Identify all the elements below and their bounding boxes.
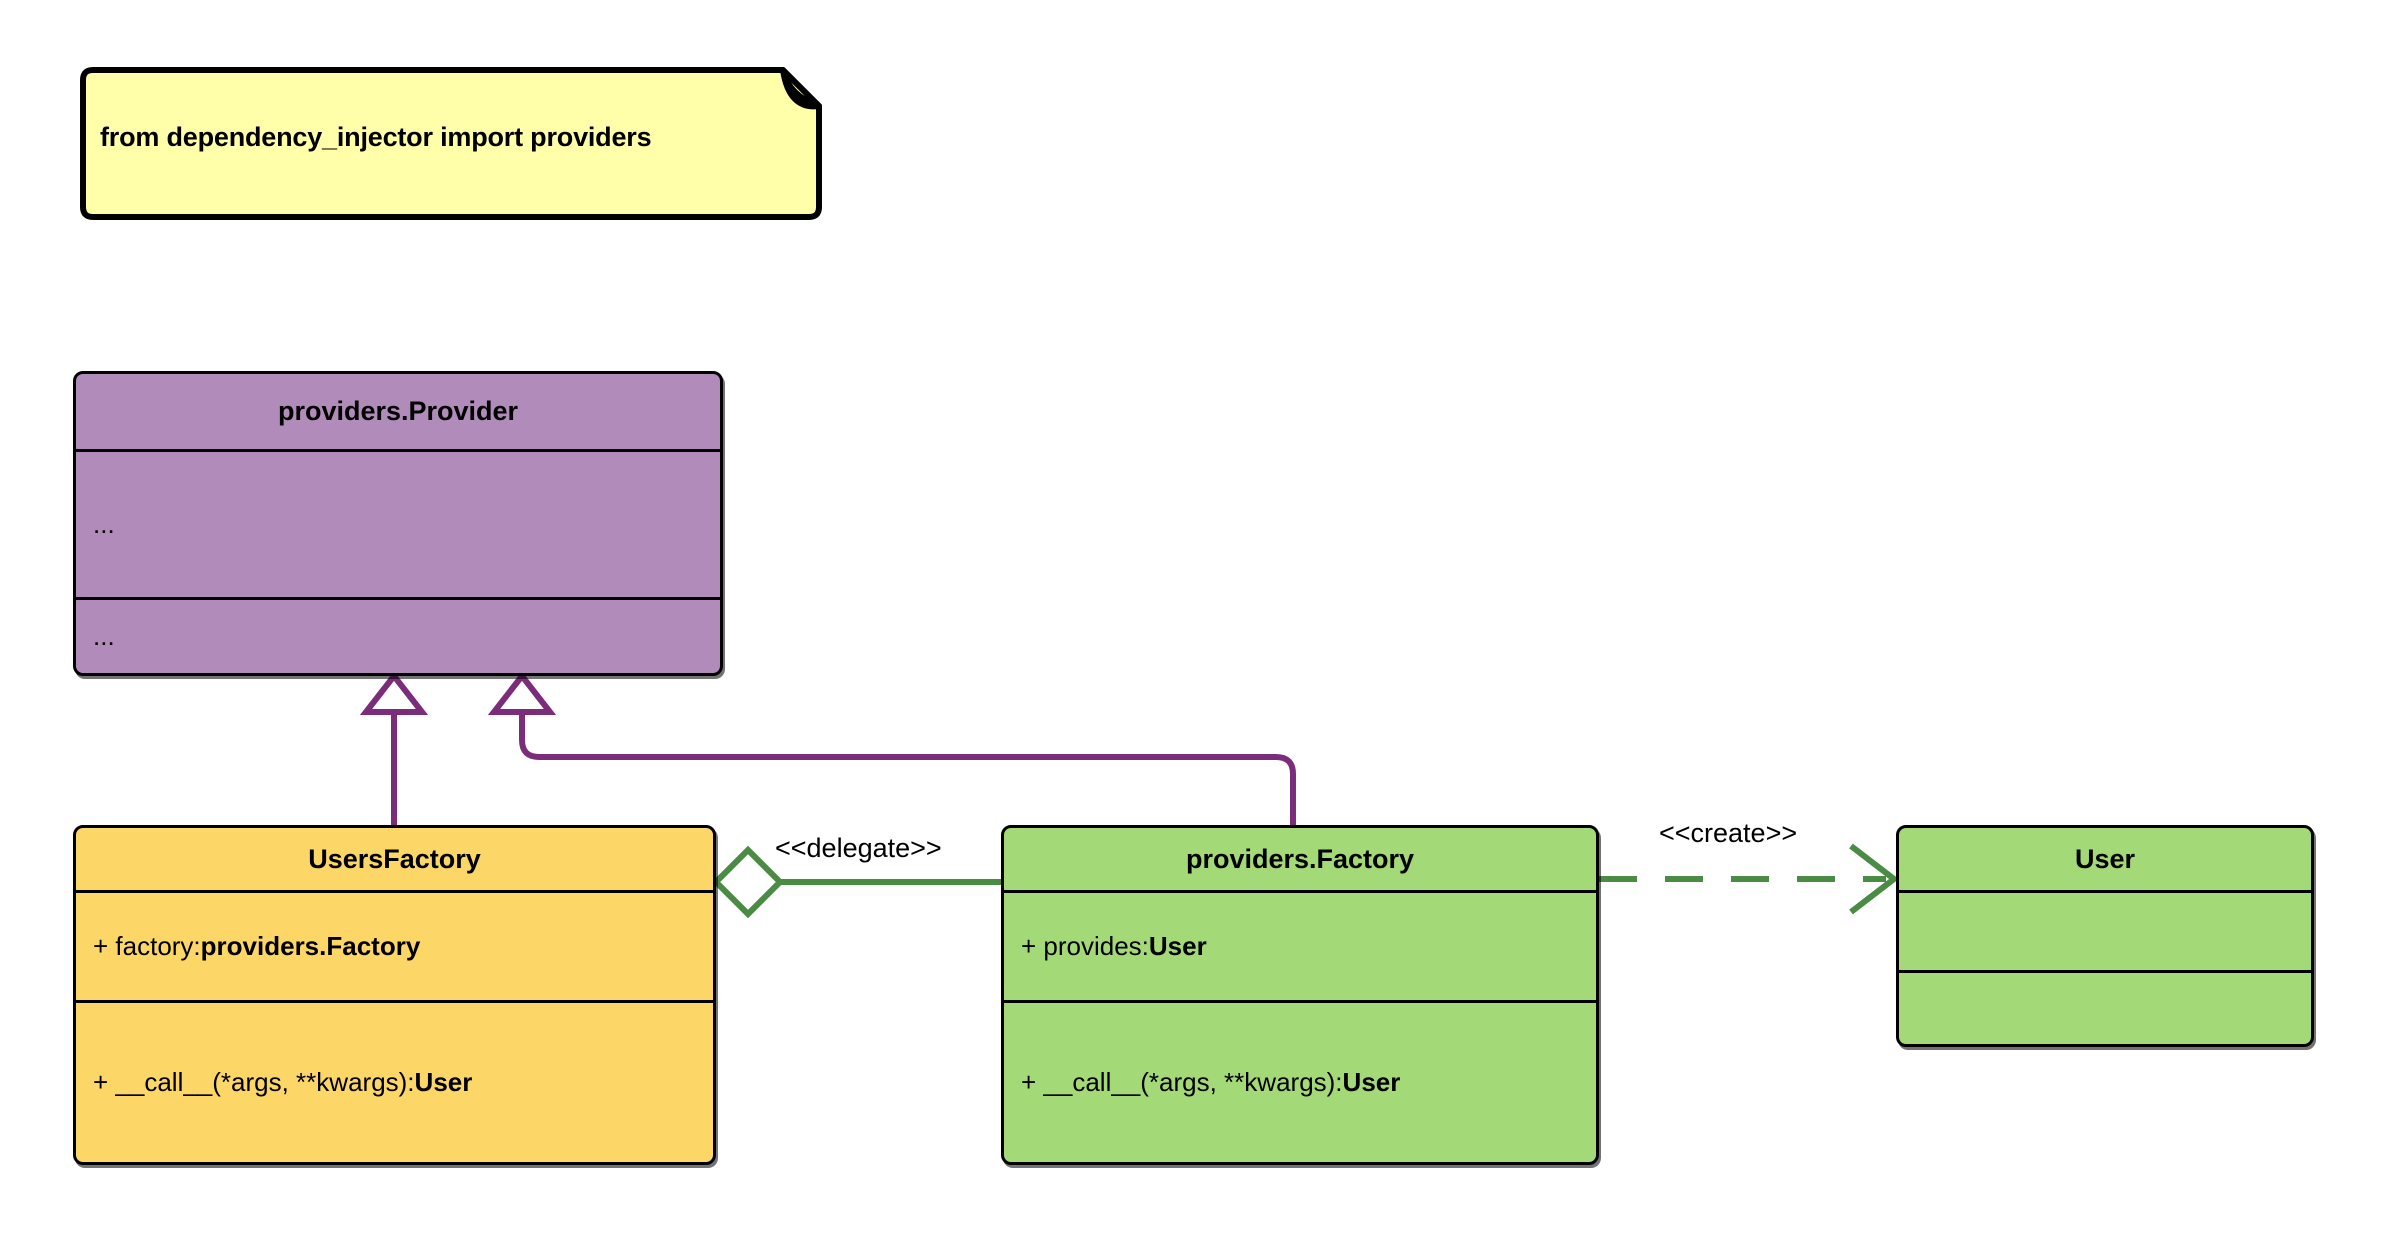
class-title-providers-factory: providers.Factory bbox=[1004, 828, 1596, 893]
method-return-type: User bbox=[414, 1067, 473, 1097]
attribute-text: + factory: bbox=[93, 931, 201, 961]
class-attribute-row: + factory: providers.Factory bbox=[76, 893, 713, 1000]
class-title-usersfactory: UsersFactory bbox=[76, 828, 713, 893]
method-return-type: User bbox=[1342, 1067, 1401, 1097]
class-box-usersfactory[interactable]: UsersFactory + factory: providers.Factor… bbox=[73, 825, 716, 1165]
import-note: from dependency_injector import provider… bbox=[73, 66, 825, 221]
class-box-providers-factory[interactable]: providers.Factory + provides: User + __c… bbox=[1001, 825, 1599, 1165]
generalization-providers-factory bbox=[487, 671, 1296, 825]
attribute-text: + provides: bbox=[1021, 931, 1149, 961]
class-method-row: + __call__(*args, **kwargs): User bbox=[76, 1000, 713, 1162]
method-text: + __call__(*args, **kwargs): bbox=[93, 1067, 415, 1097]
stereotype-label-create: <<create>> bbox=[1659, 818, 1798, 848]
class-method-row: + __call__(*args, **kwargs): User bbox=[1004, 1000, 1596, 1162]
class-box-user[interactable]: User bbox=[1896, 825, 2314, 1047]
class-box-providers-provider[interactable]: providers.Provider ... ... bbox=[73, 371, 723, 676]
class-attribute-row: ... bbox=[93, 509, 115, 539]
note-text: from dependency_injector import provider… bbox=[100, 122, 652, 152]
dependency-create bbox=[1599, 843, 1899, 915]
note-fold-corner bbox=[780, 67, 822, 110]
note-body bbox=[80, 67, 822, 220]
stereotype-label-delegate: <<delegate>> bbox=[775, 833, 942, 863]
class-title-providers-provider: providers.Provider bbox=[76, 374, 720, 452]
class-method-row: ... bbox=[76, 597, 720, 673]
hollow-triangle-arrowhead bbox=[487, 671, 557, 715]
attribute-type: User bbox=[1148, 931, 1207, 961]
class-method-row bbox=[1899, 970, 2311, 1041]
class-attribute-row bbox=[1899, 893, 2311, 970]
class-title-user: User bbox=[1899, 828, 2311, 893]
class-attribute-row: + provides: User bbox=[1004, 893, 1596, 1000]
open-arrowhead bbox=[1849, 843, 1899, 915]
hollow-triangle-arrowhead bbox=[359, 671, 429, 715]
method-text: + __call__(*args, **kwargs): bbox=[1021, 1067, 1343, 1097]
hollow-diamond-arrowhead bbox=[711, 845, 785, 919]
generalization-usersfactory bbox=[359, 671, 429, 825]
attribute-type: providers.Factory bbox=[200, 931, 421, 961]
